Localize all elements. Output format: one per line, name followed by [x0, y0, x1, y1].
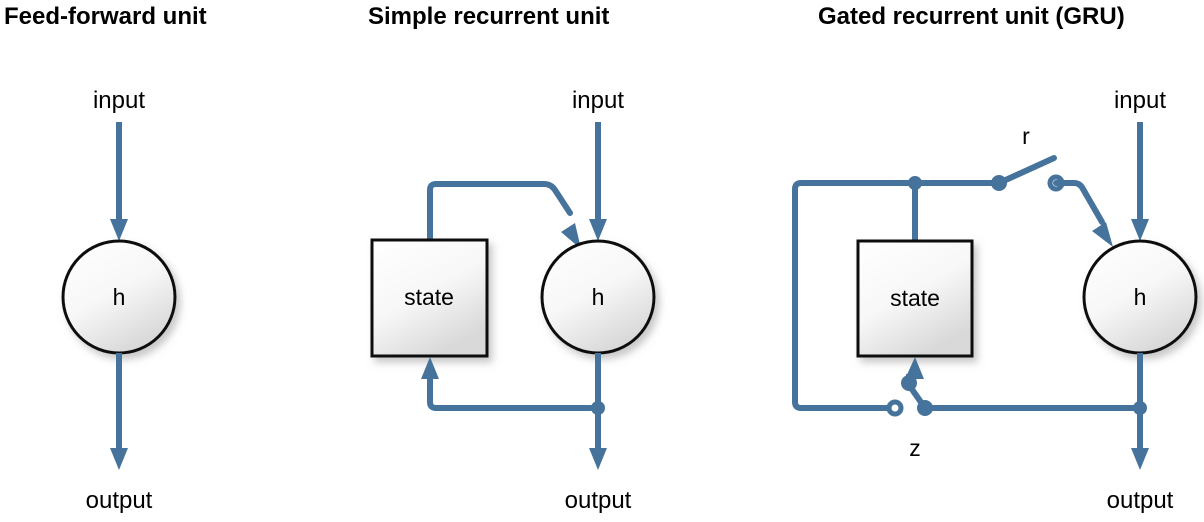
update-gate-to-state-arrowhead: [905, 357, 924, 379]
feedback-wire-simple-recurrent: [427, 371, 601, 411]
state-box-label-gated-recurrent: state: [890, 285, 940, 311]
reset-gate-to-hidden-wire: [1053, 180, 1105, 225]
input-label-gated-recurrent: input: [1114, 87, 1166, 114]
output-arrowhead-gated-recurrent: [1131, 448, 1149, 470]
update-gate-open-contact[interactable]: [886, 399, 904, 417]
input-arrowhead-feed-forward: [110, 219, 128, 241]
state-box-label-simple-recurrent: state: [404, 284, 454, 310]
reset-gate-label: r: [1022, 123, 1030, 149]
output-arrowhead-simple-recurrent: [589, 448, 607, 470]
rail-junction-dot-gated-recurrent: [908, 176, 922, 190]
output-label-gated-recurrent: output: [1107, 487, 1174, 514]
hidden-unit-label-simple-recurrent: h: [592, 284, 605, 310]
output-label-feed-forward: output: [86, 487, 153, 514]
state-to-hidden-arrowhead-simple-recurrent: [561, 223, 581, 249]
panel-title-simple-recurrent: Simple recurrent unit: [368, 3, 609, 30]
update-gate-label: z: [909, 435, 921, 461]
panel-gated-recurrent: Gated recurrent unit (GRU) input r state: [792, 3, 1198, 514]
input-arrowhead-simple-recurrent: [589, 219, 607, 241]
reset-gate-blade[interactable]: [996, 155, 1057, 186]
hidden-unit-label-gated-recurrent: h: [1134, 284, 1147, 310]
state-box-simple-recurrent: [370, 238, 489, 358]
state-to-hidden-wire-simple-recurrent: [427, 181, 573, 243]
output-label-simple-recurrent: output: [565, 487, 632, 514]
panel-title-gated-recurrent: Gated recurrent unit (GRU): [818, 3, 1125, 30]
panel-feed-forward: Feed-forward unit input h output: [4, 3, 207, 514]
reset-gate-to-hidden-arrowhead: [1092, 222, 1113, 247]
panel-simple-recurrent: Simple recurrent unit input state h outp…: [368, 3, 656, 514]
input-label-simple-recurrent: input: [572, 87, 624, 114]
state-feedback-rail-gated-recurrent: [792, 180, 1002, 411]
output-arrowhead-feed-forward: [110, 448, 128, 470]
feedback-arrowhead-simple-recurrent: [421, 357, 439, 379]
state-box-gated-recurrent: [856, 239, 974, 358]
panel-title-feed-forward: Feed-forward unit: [4, 3, 207, 30]
hidden-unit-label-feed-forward: h: [113, 284, 126, 310]
input-label-feed-forward: input: [93, 87, 145, 114]
input-arrowhead-gated-recurrent: [1131, 219, 1149, 241]
